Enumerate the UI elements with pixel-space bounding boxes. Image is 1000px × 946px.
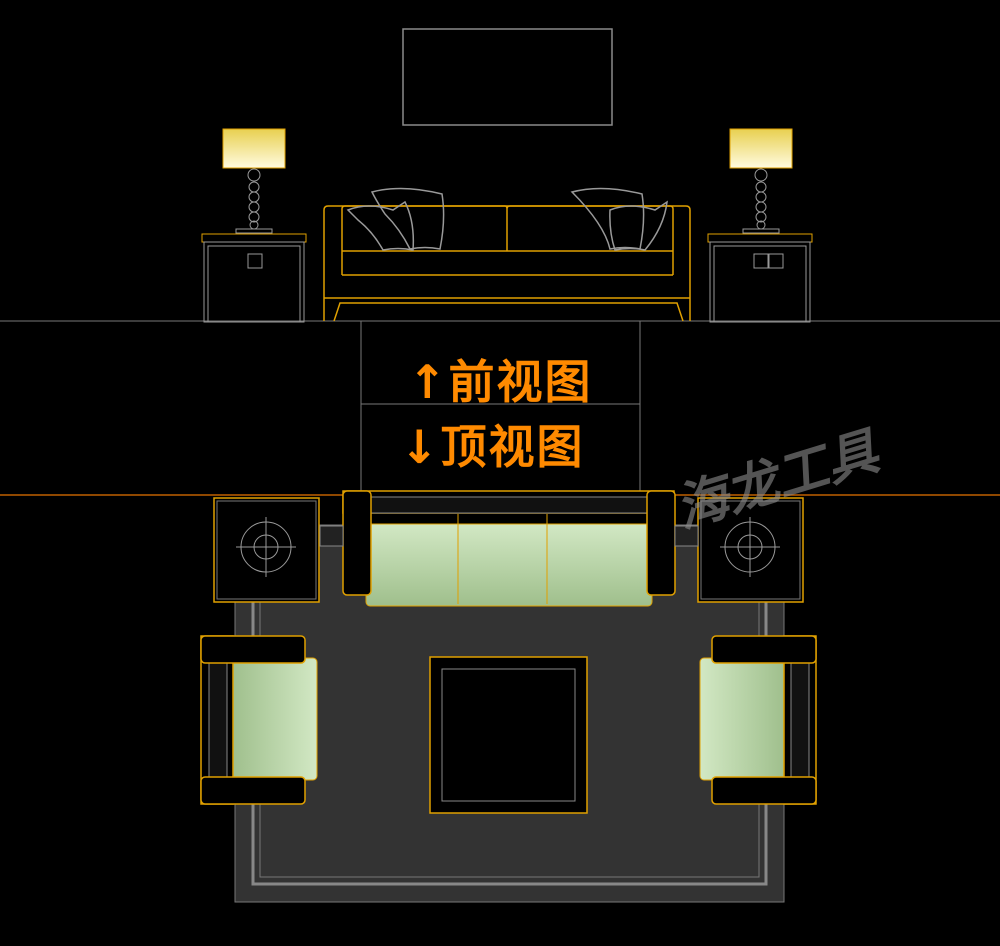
right-armchair	[699, 635, 817, 805]
left-side-table	[213, 497, 320, 603]
wall-painting	[402, 28, 613, 126]
right-lamp	[729, 128, 793, 234]
left-nightstand	[201, 233, 307, 323]
right-nightstand	[707, 233, 813, 323]
sofa-front	[323, 205, 691, 322]
front-view-label: ↑前视图	[408, 355, 593, 409]
sofa-top	[319, 490, 699, 607]
coffee-table	[429, 656, 588, 814]
up-arrow-icon: ↑	[408, 355, 449, 409]
top-view	[200, 490, 817, 903]
view-label-box	[360, 321, 641, 495]
front-view	[0, 28, 1000, 323]
right-side-table	[697, 497, 804, 603]
left-lamp	[222, 128, 286, 234]
top-view-label: ↓顶视图	[400, 420, 585, 474]
throw-pillows	[346, 187, 668, 251]
down-arrow-icon: ↓	[400, 420, 441, 474]
left-armchair	[200, 635, 318, 805]
